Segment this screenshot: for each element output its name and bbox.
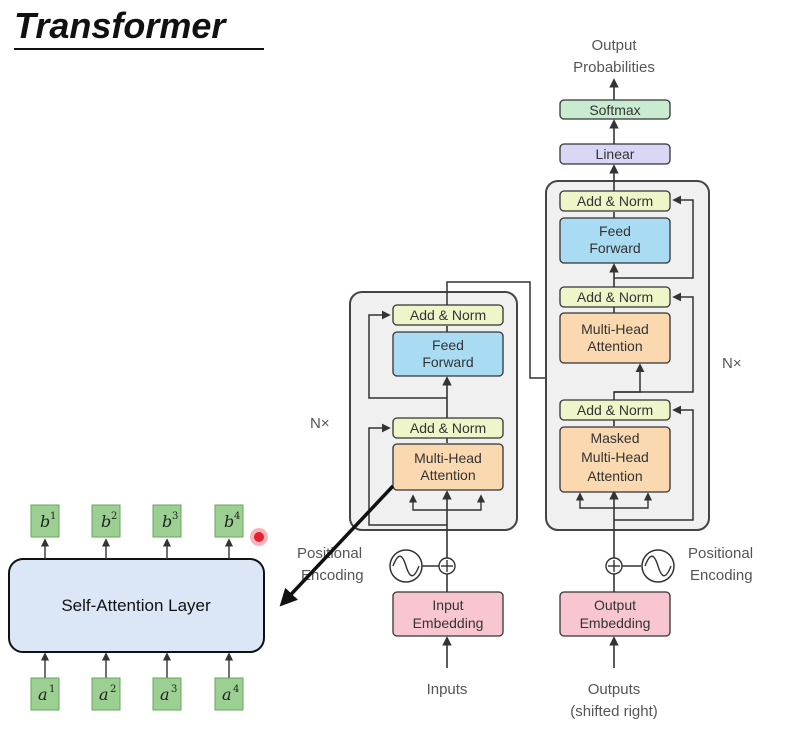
decoder-masked-line2: Multi-Head [581,449,649,465]
decoder-add-norm-mid [559,286,671,308]
self-attention-layer-label: Self-Attention Layer [61,596,211,615]
input-token-a3: a 3 [152,652,182,711]
encoder-repeat-label: N× [310,415,330,432]
svg-text:b: b [162,512,172,531]
encoder-k-arrow [447,494,486,511]
decoder-residual-2 [614,292,694,393]
svg-text:a: a [38,685,48,704]
decoder-cross-attention-line1: Multi-Head [581,321,649,337]
svg-text:3: 3 [172,511,178,522]
svg-text:b: b [224,512,234,531]
softmax-block [559,99,671,120]
slide-title: Transformer [14,5,227,46]
output-token-b1: b 1 [30,504,60,559]
svg-text:1: 1 [49,684,55,695]
encoder-attention-line2: Attention [420,467,475,483]
encoder-residual-2 [368,310,447,399]
decoder-masked-k-arrow [614,492,653,509]
encoder-add-norm-bottom [392,417,504,439]
linear-label: Linear [596,146,635,162]
zoom-pointer-arrow [279,484,395,607]
outputs-label-line2: (shifted right) [570,703,658,720]
decoder-add-norm-bottom-label: Add & Norm [577,402,653,418]
laser-pointer-dot [254,532,264,542]
encoder-add-norm-bottom-label: Add & Norm [410,420,486,436]
encoder-feed-forward-line1: Feed [432,337,464,353]
linear-block [559,143,671,165]
encoder-q-arrow [408,494,447,511]
output-token-b4: b 4 [214,504,244,559]
input-embedding-line1: Input [432,597,463,613]
output-embedding-line1: Output [594,597,636,613]
output-token-b2: b 2 [91,504,121,559]
decoder-repeat-label: N× [722,355,742,372]
svg-text:3: 3 [171,684,177,695]
encoder-wave-path [392,555,420,577]
svg-text:4: 4 [233,684,239,695]
encoder-feed-forward-line2: Forward [422,354,473,370]
input-embedding-block [392,591,504,637]
svg-text:2: 2 [111,511,117,522]
encoder-add-norm-top [392,304,504,326]
svg-text:1: 1 [50,511,56,522]
svg-text:a: a [99,685,109,704]
output-token-b3: b 3 [152,504,182,559]
encoder-stack [349,291,518,531]
decoder-positional-line2: Encoding [690,567,753,584]
decoder-masked-line3: Attention [587,468,642,484]
svg-text:a: a [222,685,232,704]
svg-text:b: b [101,512,111,531]
decoder-masked-attention [559,426,671,493]
decoder-add-norm-bottom [559,399,671,421]
outputs-label-line1: Outputs [588,681,641,698]
input-token-a1: a 1 [30,652,60,711]
decoder-cross-attention-line2: Attention [587,338,642,354]
decoder-add-norm-top-label: Add & Norm [577,193,653,209]
decoder-masked-line1: Masked [590,430,639,446]
decoder-cross-attention [559,312,671,364]
svg-text:b: b [40,512,50,531]
decoder-feed-forward-line1: Feed [599,223,631,239]
svg-text:4: 4 [234,511,240,522]
softmax-label: Softmax [589,102,640,118]
output-embedding-line2: Embedding [580,615,651,631]
input-embedding-line2: Embedding [413,615,484,631]
self-attention-layer [8,558,265,653]
encoder-attention-line1: Multi-Head [414,450,482,466]
decoder-feed-forward [559,217,671,264]
decoder-add-norm-top [559,190,671,212]
inputs-label: Inputs [427,681,468,698]
encoder-feed-forward [392,331,504,377]
svg-text:2: 2 [110,684,116,695]
svg-text:a: a [160,685,170,704]
output-probabilities-line2: Probabilities [573,59,655,76]
input-token-a2: a 2 [91,652,121,711]
decoder-masked-q-arrow [575,492,614,509]
decoder-residual-3 [614,195,694,279]
decoder-feed-forward-line2: Forward [589,240,640,256]
input-token-a4: a 4 [214,652,244,711]
encoder-positional-line2: Encoding [301,567,364,584]
encoder-residual-1 [368,423,447,526]
output-probabilities-line1: Output [591,37,637,54]
encoder-add-norm-top-label: Add & Norm [410,307,486,323]
output-embedding-block [559,591,671,637]
decoder-wave-path [644,555,672,577]
decoder-positional-line1: Positional [688,545,753,562]
decoder-add-norm-mid-label: Add & Norm [577,289,653,305]
decoder-residual-1 [614,405,694,521]
encoder-attention [392,443,504,491]
